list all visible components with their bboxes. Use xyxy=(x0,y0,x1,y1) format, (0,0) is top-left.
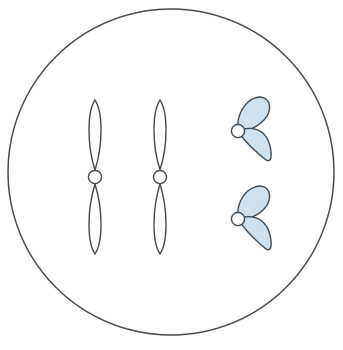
chromosome-arm-upper xyxy=(89,100,101,170)
centromere xyxy=(154,171,167,184)
chromosome-straight-middle xyxy=(154,100,167,254)
centromere xyxy=(232,125,245,138)
centromere xyxy=(89,171,102,184)
chromosome-arm-upper xyxy=(154,100,166,170)
centromere xyxy=(232,213,245,226)
cell-membrane xyxy=(8,9,334,335)
chromosome-arm-lower xyxy=(154,184,166,254)
chromosome-v-shaped-lower xyxy=(232,186,272,250)
chromosome-v-shaped-upper xyxy=(232,97,272,161)
chromosome-straight-left xyxy=(89,100,102,254)
chromosome-arm-lower xyxy=(89,184,101,254)
